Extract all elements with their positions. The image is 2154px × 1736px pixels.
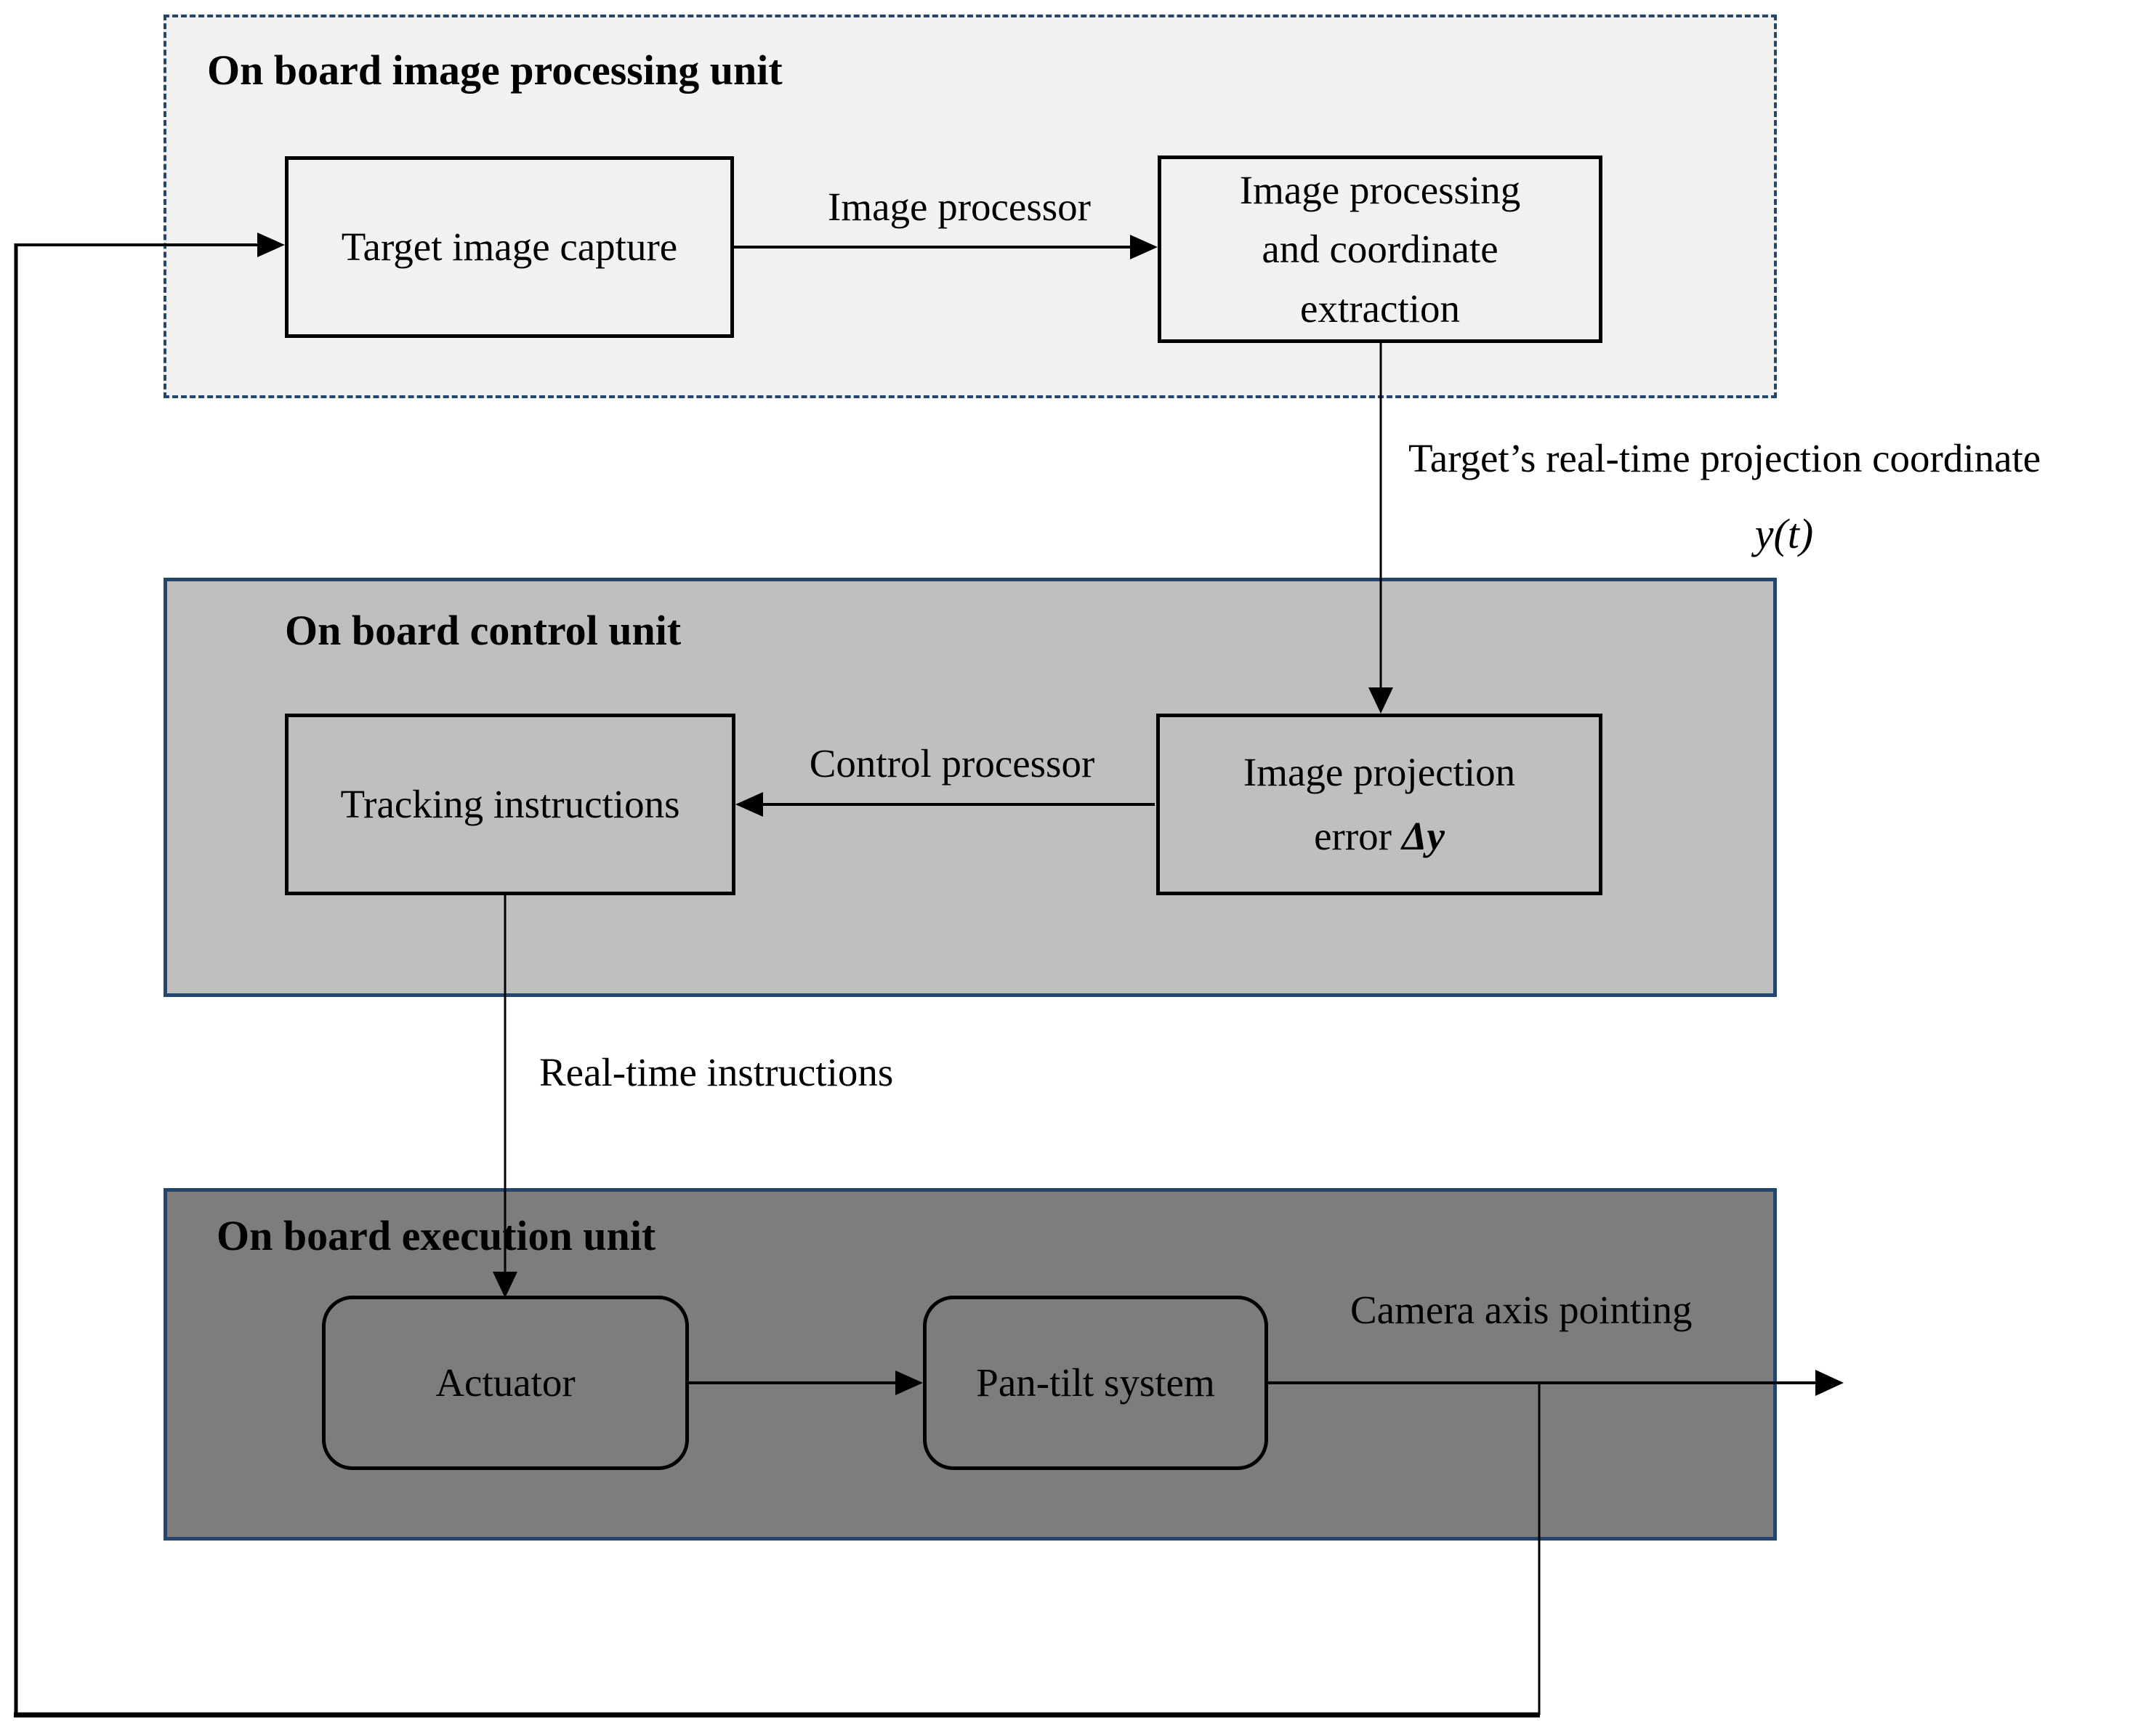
tracking-to-actuator-arrowhead [493, 1272, 517, 1298]
capture-to-extract-arrowhead [1130, 235, 1158, 259]
block-tracking-instructions-label: Tracking instructions [340, 781, 680, 826]
block-actuator-label: Actuator [435, 1360, 576, 1405]
block-image-processing-extraction: Image processing and coordinate extracti… [1158, 156, 1602, 343]
block-image-processing-extraction-label: Image processing and coordinate extracti… [1239, 167, 1521, 331]
actuator-to-pantilt-arrowhead [895, 1370, 923, 1395]
unit-title-image-processing: On board image processing unit [207, 47, 783, 94]
unit-title-control: On board control unit [285, 607, 682, 654]
edge-label-control-processor: Control processor [809, 741, 1095, 786]
edge-label-projection-symbol: y(t) [1754, 510, 1814, 557]
block-pan-tilt-system: Pan-tilt system [923, 1296, 1268, 1470]
image-projection-error-text: Image projection error [1243, 750, 1516, 858]
feedback-arrowhead [257, 233, 285, 257]
extract-to-error-arrowhead [1368, 687, 1393, 714]
block-pan-tilt-system-label: Pan-tilt system [976, 1360, 1215, 1405]
edge-label-image-processor: Image processor [828, 185, 1091, 229]
block-tracking-instructions: Tracking instructions [285, 714, 735, 895]
edge-label-camera-axis-pointing: Camera axis pointing [1350, 1288, 1693, 1332]
block-actuator: Actuator [322, 1296, 689, 1470]
block-target-image-capture-label: Target image capture [341, 224, 678, 269]
unit-title-execution: On board execution unit [217, 1212, 656, 1259]
pantilt-output-arrowhead [1815, 1370, 1844, 1396]
edge-label-projection-coordinate: Target’s real-time projection coordinate [1408, 436, 2041, 480]
error-to-tracking-arrowhead [735, 792, 763, 817]
block-target-image-capture: Target image capture [285, 156, 734, 338]
image-projection-error-symbol: Δy [1401, 814, 1445, 858]
edge-label-real-time-instructions: Real-time instructions [539, 1050, 894, 1094]
